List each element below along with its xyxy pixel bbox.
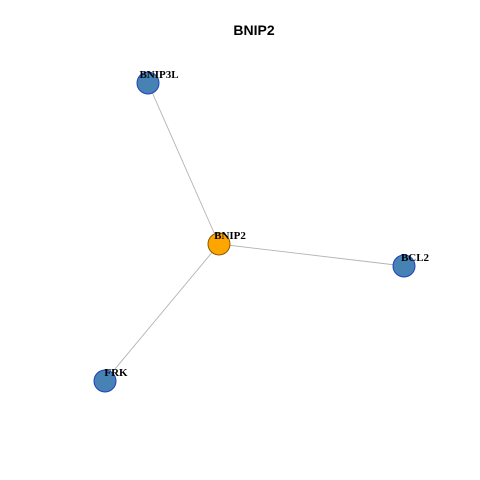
node-bcl2[interactable] bbox=[392, 254, 416, 278]
node-bnip2[interactable] bbox=[207, 232, 231, 256]
node-layer bbox=[93, 71, 416, 393]
node-label-frk: FRK bbox=[104, 367, 128, 379]
edge-bnip2-bcl2 bbox=[218, 243, 405, 267]
edge-bnip2-frk bbox=[104, 243, 220, 382]
edge-bnip2-bnip3l bbox=[147, 82, 220, 245]
node-label-bcl2: BCL2 bbox=[401, 252, 430, 264]
node-frk[interactable] bbox=[93, 369, 117, 393]
node-label-bnip2: BNIP2 bbox=[214, 230, 246, 242]
node-bnip3l[interactable] bbox=[136, 71, 160, 95]
diagram-title: BNIP2 bbox=[233, 22, 274, 38]
node-label-bnip3l: BNIP3L bbox=[139, 69, 178, 81]
edge-layer bbox=[104, 82, 405, 382]
